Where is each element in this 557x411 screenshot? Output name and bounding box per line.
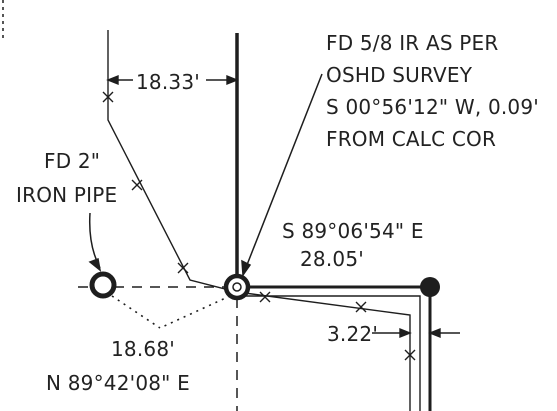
pipe-distance-dotted-lines [111, 295, 231, 329]
calc-corner-monument [420, 277, 440, 297]
right-offset-dimension [372, 327, 460, 339]
iron-rod-leader [241, 73, 323, 278]
iron-rod-note-line-3: S 00°56'12" W, 0.09' [326, 95, 539, 119]
iron-rod-note: FD 5/8 IR AS PER OSHD SURVEY S 00°56'12"… [326, 31, 539, 151]
iron-pipe-note: FD 2" IRON PIPE [16, 149, 117, 207]
iron-pipe-note-line-1: FD 2" [44, 149, 100, 173]
distance-east-label: 28.05' [300, 247, 364, 271]
top-offset-label: 18.33' [136, 70, 200, 94]
iron-pipe-monument [89, 271, 117, 299]
iron-rod-note-line-2: OSHD SURVEY [326, 63, 473, 87]
iron-rod-note-line-4: FROM CALC COR [326, 127, 496, 151]
fence-x-marks [102, 91, 416, 361]
iron-rod-note-line-1: FD 5/8 IR AS PER [326, 31, 499, 55]
pipe-distance-label: 18.68' [111, 337, 175, 361]
pipe-bearing-label: N 89°42'08" E [46, 371, 190, 395]
right-offset-label: 3.22' [327, 322, 378, 346]
iron-pipe-leader [88, 212, 102, 272]
iron-rod-monument [223, 273, 251, 301]
bearing-east-label: S 89°06'54" E [282, 219, 424, 243]
fence-line [107, 30, 411, 411]
top-offset-dimension [106, 74, 239, 86]
iron-pipe-note-line-2: IRON PIPE [16, 183, 117, 207]
offset-boundary-line [237, 295, 421, 411]
